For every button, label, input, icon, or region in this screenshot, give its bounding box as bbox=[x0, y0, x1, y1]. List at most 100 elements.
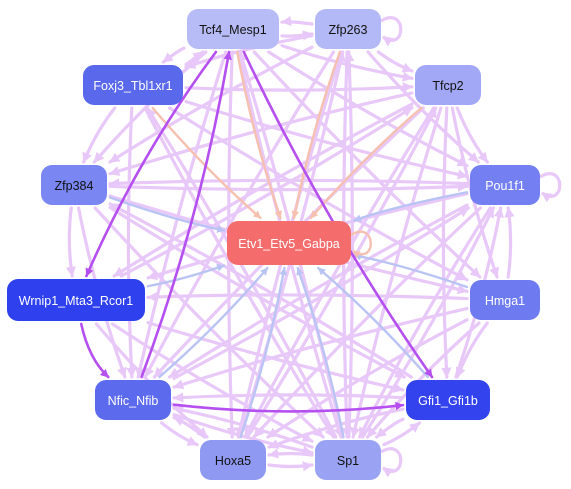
edge-nfic-to-pou1f1 bbox=[172, 206, 471, 380]
node-box-sp1[interactable] bbox=[315, 440, 381, 480]
edge-sp1-to-nfic bbox=[172, 405, 314, 449]
node-label-sp1: Sp1 bbox=[337, 454, 359, 468]
edge-sp1-to-etv1 bbox=[296, 266, 345, 439]
node-box-wrnip1[interactable] bbox=[7, 279, 145, 321]
edge-gfi1-to-etv1 bbox=[317, 266, 430, 379]
node-pou1f1[interactable]: Pou1f1 bbox=[470, 165, 540, 205]
node-box-tcf4[interactable] bbox=[187, 9, 279, 49]
node-label-zfp263: Zfp263 bbox=[329, 23, 368, 37]
node-box-tfcp2[interactable] bbox=[415, 65, 481, 105]
node-label-etv1: Etv1_Etv5_Gabpa bbox=[238, 237, 340, 251]
edge-nfic-to-etv1 bbox=[158, 266, 269, 379]
self-loop-pou1f1 bbox=[539, 172, 562, 203]
edge-wrnip1-to-etv1 bbox=[146, 264, 226, 288]
edge-tcf4-to-etv1 bbox=[236, 50, 282, 220]
edge-tcf4-to-tfcp2 bbox=[280, 44, 414, 82]
edge-pou1f1-to-hoxa5 bbox=[252, 206, 482, 439]
edge-tfcp2-to-pou1f1 bbox=[455, 106, 489, 164]
edge-sp1-to-hoxa5 bbox=[267, 448, 314, 459]
edge-pou1f1-to-nfic bbox=[167, 203, 469, 379]
node-wrnip1[interactable]: Wrnip1_Mta3_Rcor1 bbox=[7, 279, 145, 321]
edge-gfi1-to-zfp384 bbox=[108, 202, 413, 379]
node-box-zfp384[interactable] bbox=[41, 165, 107, 205]
edge-hmga1-to-sp1 bbox=[365, 321, 481, 439]
node-tfcp2[interactable]: Tfcp2 bbox=[415, 65, 481, 105]
edge-tcf4-to-zfp263 bbox=[280, 30, 314, 41]
edge-zfp384-to-pou1f1 bbox=[108, 181, 469, 192]
edges-layer bbox=[65, 15, 562, 478]
node-box-pou1f1[interactable] bbox=[470, 165, 540, 205]
edge-wrnip1-to-nfic bbox=[79, 322, 110, 379]
node-zfp384[interactable]: Zfp384 bbox=[41, 165, 107, 205]
edge-hoxa5-to-nfic bbox=[172, 415, 206, 439]
edge-zfp263-to-tcf4 bbox=[280, 15, 314, 26]
node-hmga1[interactable]: Hmga1 bbox=[470, 280, 540, 320]
node-label-hmga1: Hmga1 bbox=[485, 294, 525, 308]
edge-tfcp2-to-sp1 bbox=[350, 106, 443, 439]
edge-hmga1-to-hoxa5 bbox=[266, 318, 469, 439]
edge-zfp384-to-sp1 bbox=[93, 206, 325, 439]
node-box-zfp263[interactable] bbox=[315, 9, 381, 49]
edge-tfcp2-to-hoxa5 bbox=[243, 106, 436, 439]
edge-hoxa5-to-tfcp2 bbox=[245, 106, 438, 439]
edge-tcf4-to-pou1f1 bbox=[267, 50, 469, 168]
edge-hmga1-to-nfic bbox=[172, 306, 469, 390]
node-nfic[interactable]: Nfic_Nfib bbox=[95, 380, 171, 420]
edge-hmga1-to-etv1 bbox=[352, 252, 469, 289]
edge-gfi1-to-sp1 bbox=[375, 417, 405, 439]
node-box-hmga1[interactable] bbox=[470, 280, 540, 320]
node-box-etv1[interactable] bbox=[227, 221, 351, 265]
nodes-layer: Etv1_Etv5_Gabpa Tcf4_Mesp1 Zfp263Foxj3_Tbl… bbox=[7, 9, 540, 480]
self-loop-etv1 bbox=[350, 230, 372, 259]
edge-tfcp2-to-zfp384 bbox=[108, 91, 414, 176]
node-gfi1[interactable]: Gfi1_Gfi1b bbox=[406, 380, 490, 420]
node-box-gfi1[interactable] bbox=[406, 380, 490, 420]
node-label-tfcp2: Tfcp2 bbox=[432, 79, 463, 93]
node-label-wrnip1: Wrnip1_Mta3_Rcor1 bbox=[19, 294, 133, 308]
edge-sp1-to-foxj3 bbox=[145, 106, 338, 439]
node-sp1[interactable]: Sp1 bbox=[315, 440, 381, 480]
edge-hmga1-to-wrnip1 bbox=[146, 291, 469, 303]
node-label-hoxa5: Hoxa5 bbox=[215, 454, 251, 468]
edge-tcf4-to-gfi1 bbox=[242, 50, 434, 379]
node-hoxa5[interactable]: Hoxa5 bbox=[200, 440, 266, 480]
node-box-hoxa5[interactable] bbox=[200, 440, 266, 480]
edge-sp1-to-gfi1 bbox=[382, 421, 421, 447]
edge-gfi1-to-nfic bbox=[172, 392, 405, 403]
edge-pou1f1-to-etv1 bbox=[352, 191, 469, 222]
edge-tfcp2-to-wrnip1 bbox=[112, 102, 414, 278]
edge-nfic-to-tcf4 bbox=[140, 50, 232, 379]
node-label-zfp384: Zfp384 bbox=[55, 179, 94, 193]
node-tcf4[interactable]: Tcf4_Mesp1 bbox=[187, 9, 279, 49]
node-label-nfic: Nfic_Nfib bbox=[108, 394, 159, 408]
edge-zfp384-to-etv1 bbox=[108, 196, 226, 233]
node-foxj3[interactable]: Foxj3_Tbl1xr1 bbox=[83, 65, 183, 105]
edge-tcf4-to-foxj3 bbox=[161, 46, 186, 64]
edge-tcf4-to-wrnip1 bbox=[85, 50, 218, 278]
edge-tcf4-to-nfic bbox=[135, 50, 228, 379]
edge-hmga1-to-pou1f1 bbox=[504, 206, 515, 279]
node-label-gfi1: Gfi1_Gfi1b bbox=[418, 394, 478, 408]
edge-gfi1-to-hoxa5 bbox=[267, 407, 405, 449]
node-label-foxj3: Foxj3_Tbl1xr1 bbox=[93, 79, 172, 93]
self-loop-sp1 bbox=[380, 447, 403, 478]
edge-zfp263-to-zfp384 bbox=[108, 45, 314, 164]
edge-hoxa5-to-etv1 bbox=[239, 266, 287, 439]
edge-wrnip1-to-gfi1 bbox=[146, 320, 405, 393]
edge-sp1-to-zfp263 bbox=[344, 50, 355, 439]
node-zfp263[interactable]: Zfp263 bbox=[315, 9, 381, 49]
node-box-nfic[interactable] bbox=[95, 380, 171, 420]
edge-zfp263-to-tfcp2 bbox=[376, 50, 414, 73]
node-label-tcf4: Tcf4_Mesp1 bbox=[199, 23, 266, 37]
node-etv1[interactable]: Etv1_Etv5_Gabpa bbox=[227, 221, 351, 265]
node-box-foxj3[interactable] bbox=[83, 65, 183, 105]
edge-foxj3-to-zfp384 bbox=[82, 106, 117, 164]
edge-zfp263-to-etv1 bbox=[291, 50, 342, 220]
node-label-pou1f1: Pou1f1 bbox=[485, 179, 525, 193]
edge-tcf4-to-hmga1 bbox=[252, 50, 482, 279]
edge-nfic-to-hoxa5 bbox=[160, 421, 199, 447]
edge-foxj3-to-tfcp2 bbox=[184, 82, 414, 93]
edge-hoxa5-to-sp1 bbox=[267, 461, 314, 472]
edge-zfp263-to-foxj3 bbox=[184, 34, 314, 69]
edge-pou1f1-to-zfp384 bbox=[108, 178, 469, 189]
